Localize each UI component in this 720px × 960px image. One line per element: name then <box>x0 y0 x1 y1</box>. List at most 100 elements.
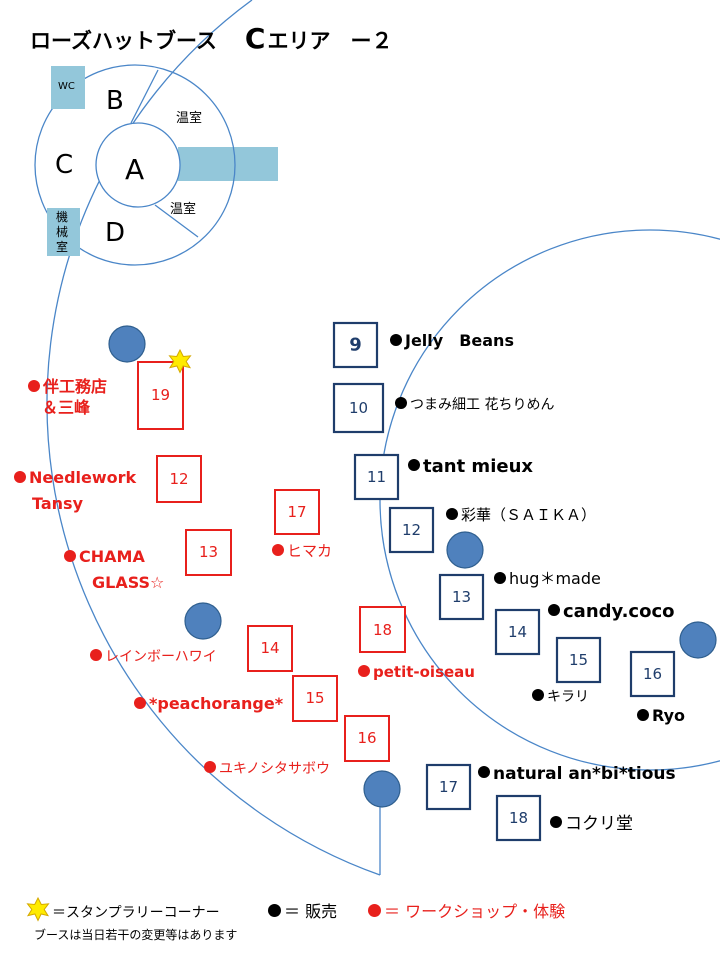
exhibitor-label: つまみ細工 花ちりめん <box>395 397 554 412</box>
exhibitor-label: candy.coco <box>548 603 675 621</box>
workshop-dot-icon <box>368 904 381 917</box>
machine-room <box>47 208 80 256</box>
red-booth[interactable]: 15 <box>292 675 338 722</box>
machine-room-label: 機械室 <box>56 210 69 254</box>
area-letter: C <box>244 22 266 55</box>
workshop-dot-icon <box>134 696 146 709</box>
legend-stamp: ＝スタンプラリーコーナー <box>52 905 220 921</box>
stamp-star-icon <box>168 348 192 374</box>
exhibitor-label: Ryo <box>637 708 685 724</box>
exhibitor-label: tant mieux <box>408 458 533 476</box>
exhibitor-label: petit-oiseau <box>358 664 475 680</box>
blue-booth[interactable]: 17 <box>425 763 472 811</box>
workshop-dot-icon <box>28 379 40 392</box>
sale-dot-icon <box>637 708 649 721</box>
booth-number: 12 <box>402 521 421 539</box>
area-number: ー２ <box>350 29 393 53</box>
overview-map <box>34 64 278 266</box>
outer-ring <box>34 64 236 266</box>
exhibitor-label: natural an*bi*tious <box>478 766 676 783</box>
sale-dot-icon <box>446 507 458 520</box>
notice-text: ブースは当日若干の変更等はあります <box>34 928 238 942</box>
workshop-dot-icon <box>14 470 26 483</box>
booth-number: 12 <box>169 470 188 488</box>
blue-booths: 9 10 11 12 13 14 15 16 <box>332 321 676 842</box>
booth-number: 14 <box>508 623 527 641</box>
exhibitor-label: Jelly Beans <box>390 333 514 349</box>
blue-booth[interactable]: 18 <box>495 794 542 842</box>
booth-number: 15 <box>569 651 588 669</box>
workshop-dot-icon <box>272 543 284 556</box>
zone-a-label: A <box>125 153 145 186</box>
big-circle-left-arc <box>46 0 381 876</box>
red-booth[interactable]: 19 <box>137 361 184 430</box>
sale-dot-icon <box>408 459 420 471</box>
exhibitor-label: hug＊made <box>494 571 601 587</box>
booth-number: 19 <box>151 386 170 404</box>
pillar <box>184 602 222 640</box>
exhibitor-label: コクリ堂 <box>550 816 633 833</box>
workshop-dot-icon <box>358 664 370 677</box>
booth-number: 18 <box>373 621 392 639</box>
zone-c-label: C <box>55 150 74 180</box>
blue-booth[interactable]: 9 <box>332 321 379 369</box>
sale-dot-icon <box>532 689 544 701</box>
greenhouse-top-label: 温室 <box>176 111 203 126</box>
blue-booth[interactable]: 10 <box>332 382 385 434</box>
wc-label: WC <box>58 81 75 92</box>
workshop-dot-icon <box>204 761 216 773</box>
blue-booth[interactable]: 15 <box>555 636 602 684</box>
page-title: ローズハットブース Cエリアー２ <box>30 22 392 55</box>
red-booth[interactable]: 14 <box>247 625 293 672</box>
zone-b-label: B <box>106 86 124 116</box>
blue-booth[interactable]: 13 <box>438 573 485 621</box>
blue-booth[interactable]: 14 <box>494 608 541 656</box>
workshop-dot-icon <box>90 649 102 661</box>
booth-number: 10 <box>349 399 368 417</box>
divider-top <box>130 69 159 124</box>
red-booth[interactable]: 17 <box>274 489 320 535</box>
divider-bottom <box>154 204 199 238</box>
blue-booth[interactable]: 11 <box>353 453 400 501</box>
zone-d-label: D <box>105 218 126 248</box>
red-booth[interactable]: 16 <box>344 715 390 762</box>
sale-dot-icon <box>268 904 281 917</box>
red-booth[interactable]: 13 <box>185 529 232 576</box>
booth-number: 9 <box>349 335 362 356</box>
legend-workshop: ＝ ワークショップ・体験 <box>368 898 565 922</box>
red-booth[interactable]: 18 <box>359 606 406 653</box>
exhibitor-label: 彩華（ＳＡＩＫＡ） <box>446 507 596 523</box>
red-booths: 19 12 13 14 15 16 17 18 <box>137 361 406 762</box>
sale-dot-icon <box>395 397 407 409</box>
blue-booth[interactable]: 16 <box>629 650 676 698</box>
exhibitor-label: ヒマカ <box>272 543 332 559</box>
workshop-dot-icon <box>64 549 76 562</box>
booth-number: 13 <box>199 543 218 561</box>
greenhouse-bottom-label: 温室 <box>170 202 197 217</box>
inner-ring <box>95 122 181 208</box>
exhibitor-label: キラリ <box>532 689 589 704</box>
exhibitor-label: Needlework Tansy <box>14 465 136 517</box>
booth-number: 14 <box>260 639 279 657</box>
booth-number: 11 <box>367 468 386 486</box>
booth-number: 15 <box>305 689 324 707</box>
wc-room <box>51 66 85 109</box>
greenhouse-connector <box>178 147 278 181</box>
red-booth[interactable]: 12 <box>156 455 202 503</box>
exhibitor-label: 伴工務店 ＆三峰 <box>28 376 107 418</box>
sale-dot-icon <box>494 571 506 584</box>
legend-star-icon <box>26 896 50 922</box>
pillar <box>108 325 146 363</box>
booth-number: 17 <box>287 503 306 521</box>
exhibitor-label: *peachorange* <box>134 696 283 712</box>
booth-number: 18 <box>509 809 528 827</box>
booth-number: 17 <box>439 778 458 796</box>
hall-name: ローズハットブース <box>30 29 217 53</box>
exhibitor-label: CHAMA GLASS☆ <box>64 544 164 596</box>
pillar <box>679 621 717 659</box>
sale-dot-icon <box>390 333 402 346</box>
area-suffix: エリア <box>267 29 331 53</box>
blue-booth[interactable]: 12 <box>388 506 435 554</box>
exhibitor-label: ユキノシタサボウ <box>204 761 330 776</box>
